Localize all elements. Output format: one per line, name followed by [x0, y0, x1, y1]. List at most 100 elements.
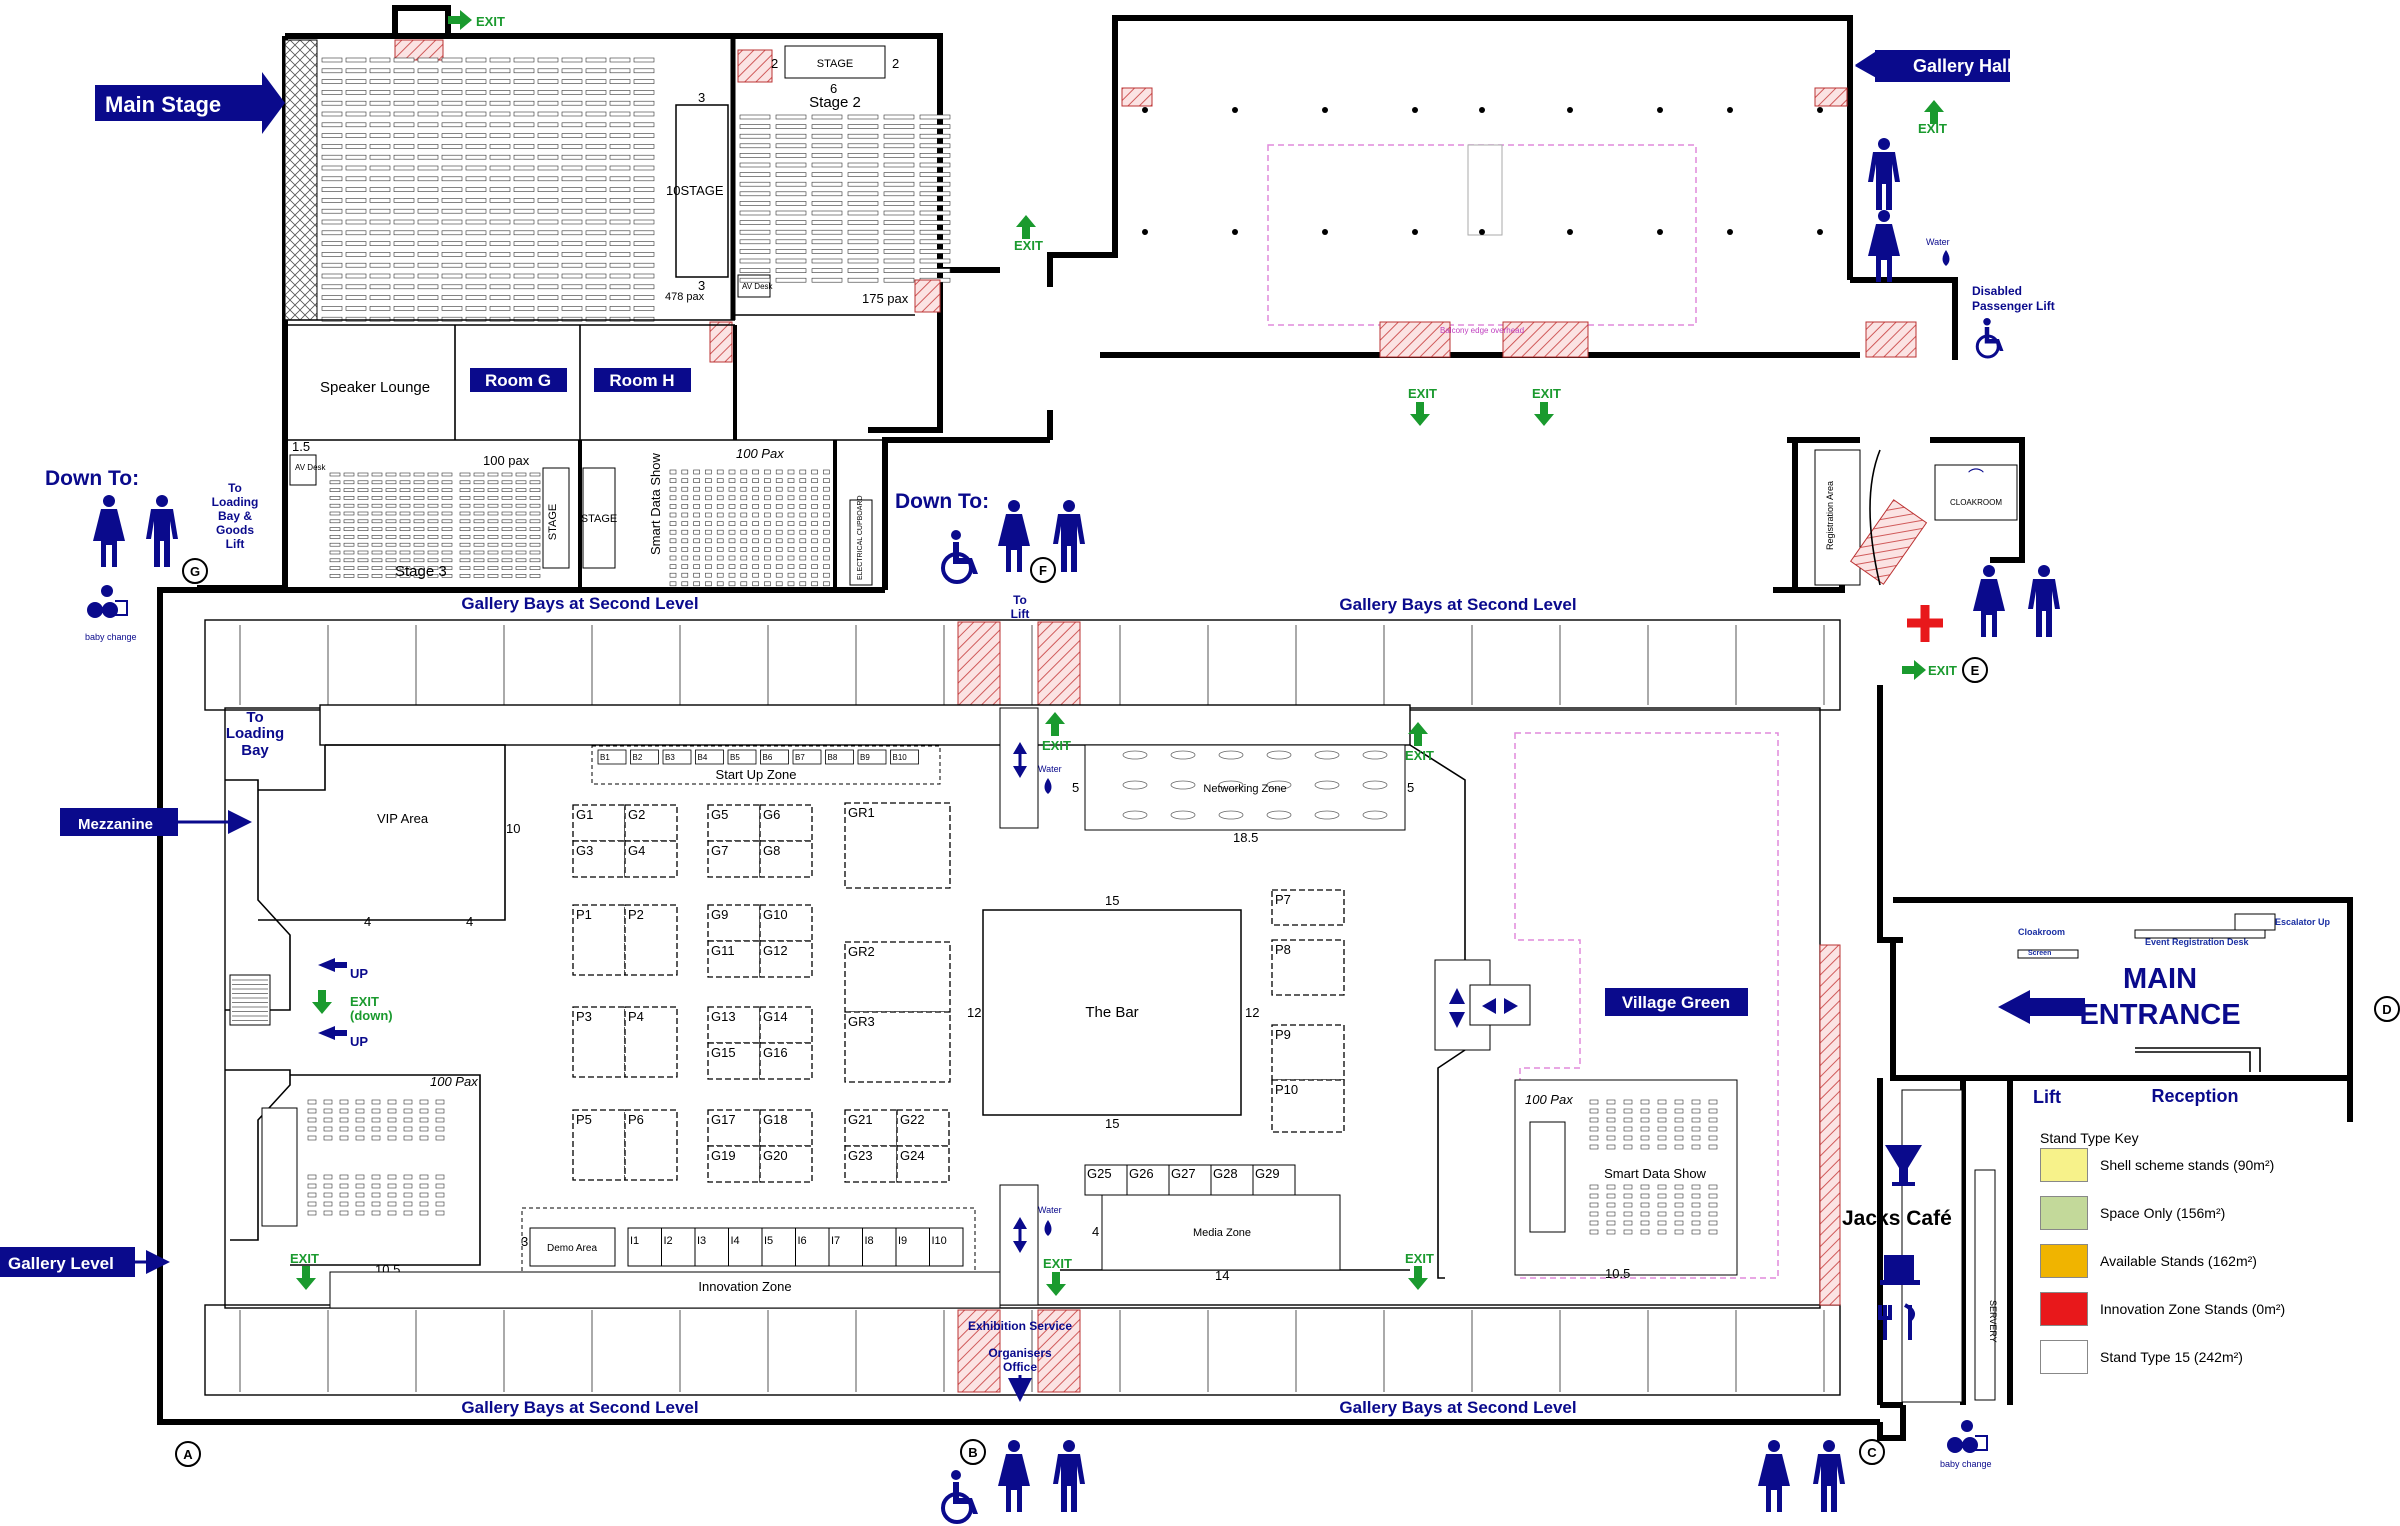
- seat: [403, 1108, 413, 1114]
- seat: [393, 241, 415, 246]
- seat: [513, 241, 535, 246]
- dim: 3: [698, 278, 705, 293]
- stand: [707, 904, 761, 942]
- the-bar-label: The Bar: [1085, 1004, 1138, 1021]
- seat: [1606, 1229, 1616, 1235]
- stand-label: I8: [865, 1235, 874, 1247]
- seat: [1606, 1117, 1616, 1123]
- seat: [705, 564, 712, 569]
- seat: [465, 154, 487, 160]
- seat: [369, 79, 391, 84]
- seat: [716, 512, 724, 518]
- seat: [435, 1117, 445, 1123]
- seat: [403, 1192, 413, 1198]
- seat: [459, 574, 471, 578]
- seat: [1640, 1135, 1650, 1141]
- seat: [847, 172, 879, 177]
- seat: [919, 133, 951, 139]
- wheelchair-icon: [941, 1468, 980, 1524]
- stand: [759, 840, 813, 878]
- seat: [764, 581, 771, 587]
- stand-label: G22: [900, 1112, 925, 1127]
- seat: [387, 1108, 397, 1114]
- seat: [728, 478, 736, 483]
- seat: [1657, 1126, 1667, 1132]
- seat: [345, 144, 367, 149]
- smart-data-show-upper: Smart Data Show 100 Pax ELECTRICAL CUPBO…: [648, 440, 873, 590]
- seat: [355, 1183, 365, 1189]
- seat: [369, 176, 391, 182]
- seat: [529, 488, 541, 492]
- seat: [823, 521, 830, 526]
- stand-label: G26: [1129, 1166, 1154, 1181]
- seat: [403, 1210, 413, 1216]
- two-way-arrow-icon: [1013, 1217, 1027, 1253]
- seat: [501, 488, 513, 492]
- seat: [487, 535, 499, 539]
- seat: [609, 165, 631, 171]
- seat: [1623, 1202, 1633, 1208]
- gallery-level-callout: Gallery Level: [8, 1254, 114, 1273]
- seat: [513, 122, 535, 128]
- seat: [669, 521, 677, 526]
- seat: [537, 230, 559, 236]
- seat: [501, 535, 513, 539]
- seat: [529, 496, 541, 500]
- coat-hanger-icon: ⌒: [1968, 468, 1984, 486]
- exit-down-label-2: (down): [350, 1008, 393, 1023]
- key-label: Stand Type 15 (242m²): [2100, 1349, 2243, 1365]
- seat: [343, 480, 355, 485]
- dim: 15: [1105, 893, 1119, 908]
- seat: [693, 564, 700, 569]
- seat: [307, 1210, 317, 1216]
- exhibition-service-label: Exhibition Service: [968, 1319, 1072, 1333]
- seat: [487, 480, 499, 485]
- seat: [609, 219, 631, 225]
- seat: [385, 511, 397, 516]
- key-row: Space Only (156m²): [2040, 1196, 2225, 1230]
- seat: [473, 496, 485, 500]
- seat: [459, 542, 471, 547]
- seat: [561, 57, 583, 63]
- exhibition-service: Exhibition Service Organisers Office: [968, 1319, 1072, 1402]
- seat: [1640, 1144, 1650, 1150]
- seat: [459, 511, 471, 516]
- seat: [764, 529, 771, 535]
- seat: [811, 572, 818, 578]
- seat: [752, 555, 759, 561]
- seat: [441, 187, 463, 192]
- seat: [441, 535, 453, 539]
- seat: [681, 538, 689, 544]
- seat: [355, 1126, 365, 1132]
- seat: [393, 262, 415, 268]
- pillar: [1567, 229, 1573, 235]
- village-green: Village Green 100 Pax Smart Data Show 10…: [1514, 732, 1779, 1281]
- seat: [441, 566, 453, 570]
- seat: [321, 284, 343, 290]
- seat: [1589, 1135, 1599, 1141]
- seat: [459, 550, 471, 555]
- seat: [585, 79, 607, 84]
- networking-zone-label: Networking Zone: [1203, 783, 1286, 795]
- seat: [465, 79, 487, 84]
- stand-label: B8: [828, 753, 838, 762]
- startup-stand: [695, 749, 724, 765]
- seat: [883, 268, 915, 273]
- key-swatch: [2040, 1196, 2088, 1230]
- seat: [489, 295, 511, 300]
- key-swatch: [2040, 1292, 2088, 1326]
- seat: [369, 219, 391, 225]
- stage-2-label: Stage 2: [809, 94, 861, 111]
- stand-label: G4: [628, 843, 645, 858]
- networking-table: [1314, 810, 1340, 820]
- seat: [811, 133, 843, 139]
- stand: [1084, 1164, 1128, 1196]
- seat: [739, 220, 771, 225]
- seat: [323, 1210, 333, 1216]
- seat: [1606, 1193, 1616, 1199]
- marker-g: [182, 558, 208, 584]
- seat: [501, 527, 513, 531]
- seat: [413, 480, 425, 485]
- stand: [624, 904, 678, 976]
- startup-stand: [792, 749, 822, 765]
